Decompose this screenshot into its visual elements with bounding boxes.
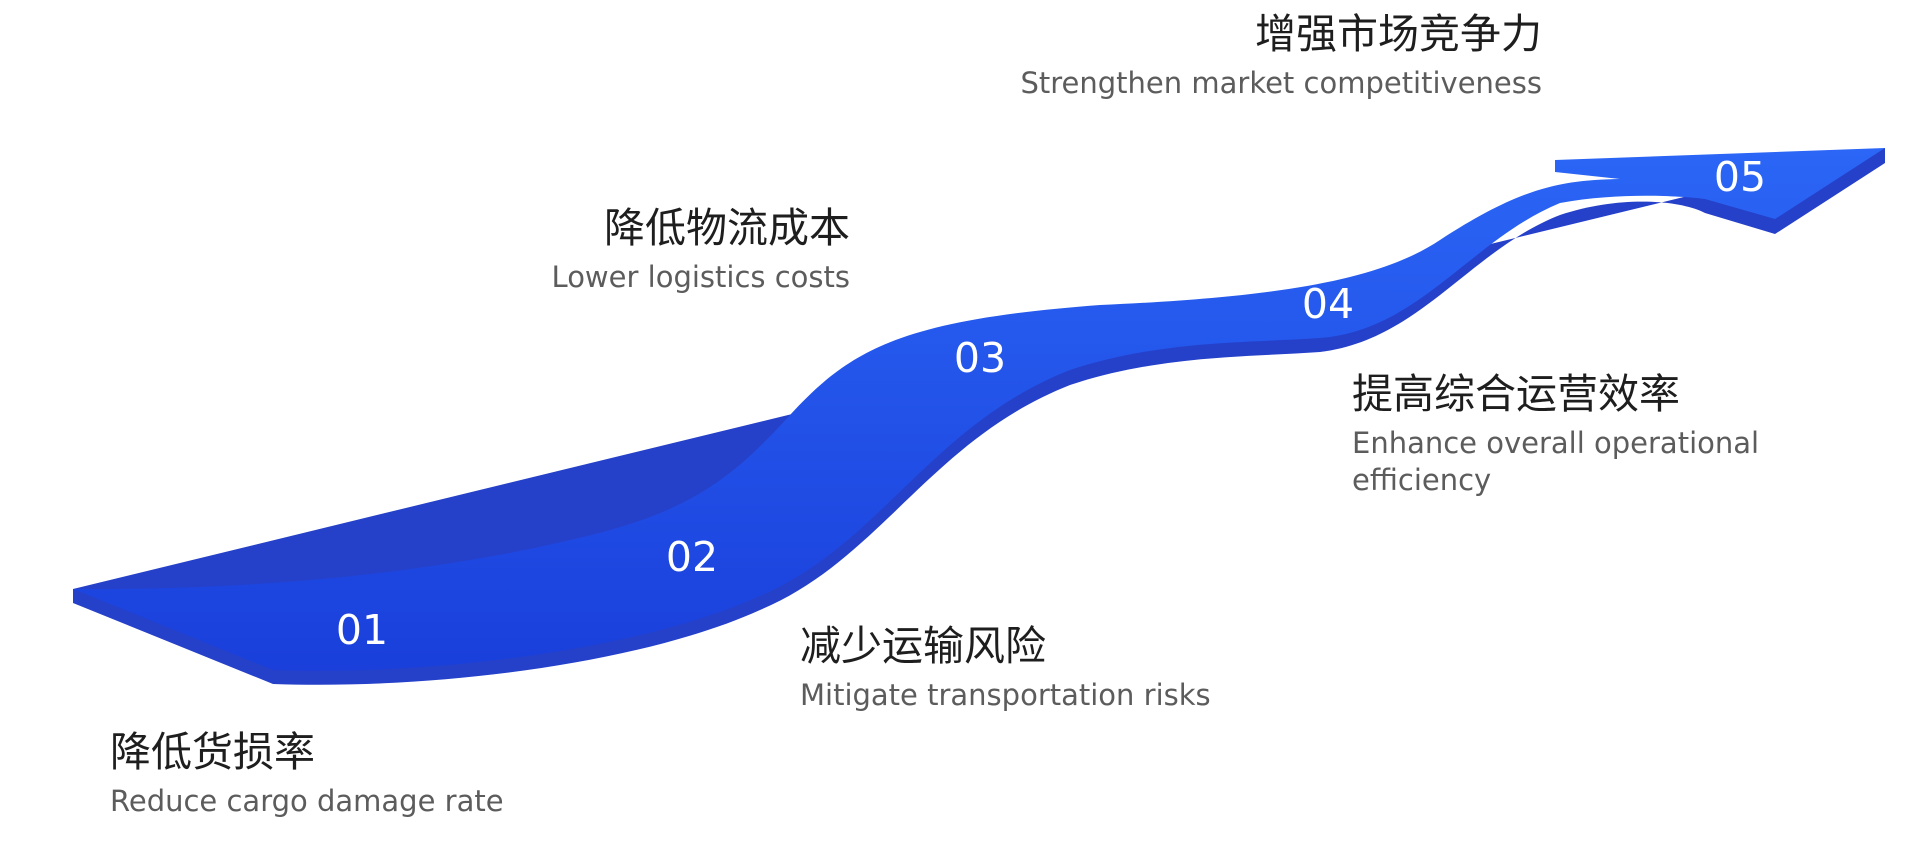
step-03-title: 降低物流成本 xyxy=(604,204,850,252)
step-number-05: 05 xyxy=(1714,153,1766,201)
step-number-01: 01 xyxy=(336,606,388,654)
step-04-caption: 提高综合运营效率 Enhance overall operational eff… xyxy=(1352,370,1792,499)
step-01-title: 降低货损率 xyxy=(110,728,315,776)
step-number-04: 04 xyxy=(1302,280,1354,328)
step-02-caption: 减少运输风险 Mitigate transportation risks xyxy=(800,622,1211,714)
arrow-body xyxy=(73,148,1885,671)
step-01-subtitle: Reduce cargo damage rate xyxy=(110,784,504,819)
step-number-03: 03 xyxy=(954,334,1006,382)
step-02-subtitle: Mitigate transportation risks xyxy=(800,678,1211,713)
step-05-caption: 增强市场竞争力 Strengthen market competitivenes… xyxy=(1020,10,1542,102)
step-04-title: 提高综合运营效率 xyxy=(1352,370,1680,418)
step-03-subtitle: Lower logistics costs xyxy=(551,260,850,295)
step-05-title: 增强市场竞争力 xyxy=(1255,10,1542,58)
step-03-caption: 降低物流成本 Lower logistics costs xyxy=(552,204,850,296)
step-02-title: 减少运输风险 xyxy=(800,622,1046,670)
step-01-caption: 降低货损率 Reduce cargo damage rate xyxy=(110,728,504,820)
step-number-02: 02 xyxy=(666,533,718,581)
step-04-subtitle: Enhance overall operational efficiency xyxy=(1352,426,1760,498)
step-05-subtitle: Strengthen market competitiveness xyxy=(1020,66,1542,101)
